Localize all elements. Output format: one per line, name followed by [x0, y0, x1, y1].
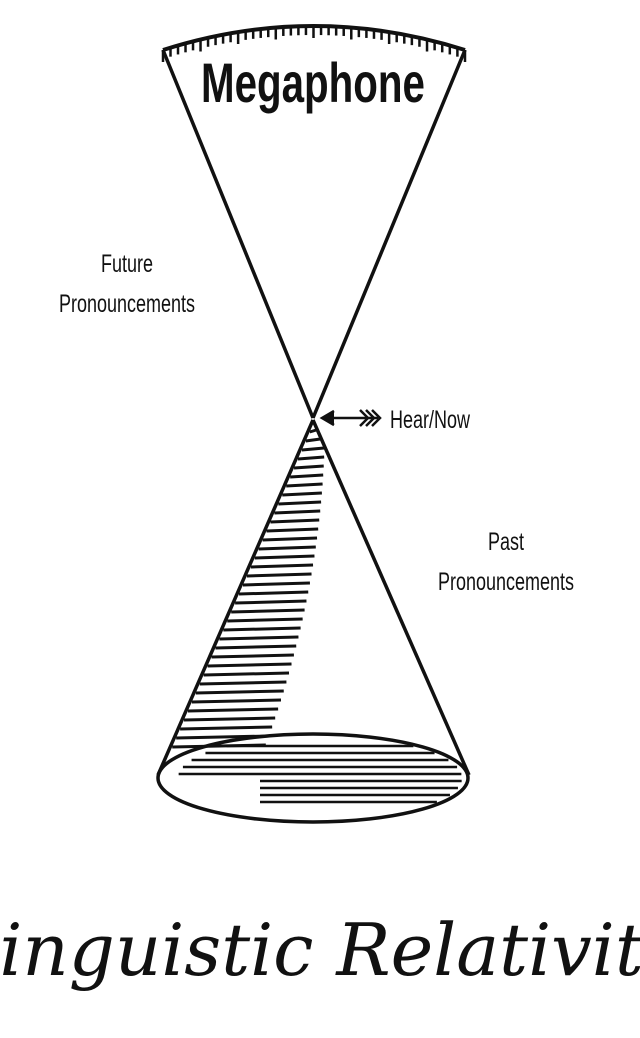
hatch-line [262, 536, 318, 542]
past-label-line1: Past [488, 527, 524, 556]
future-cone-left-edge [161, 49, 315, 419]
hatch-line [266, 527, 319, 533]
hatch-line [309, 428, 317, 434]
hatch-line [250, 563, 314, 569]
past-cone-right-edge [311, 419, 471, 776]
hatch-line [246, 572, 312, 578]
past-cone-base [156, 732, 470, 824]
hatch-line [282, 491, 322, 497]
hatch-line [286, 482, 323, 488]
hatch-line [278, 500, 322, 506]
hatch-line [290, 473, 324, 479]
hatch-line [254, 554, 315, 560]
hatch-line [223, 626, 301, 632]
hatch-line [235, 599, 307, 605]
hatch-line [180, 725, 273, 731]
hatch-line [258, 545, 316, 551]
hatch-line [211, 653, 294, 659]
hatch-line [274, 509, 321, 515]
arrow-icon [319, 409, 382, 427]
hatch-line [293, 464, 324, 470]
now-label: Hear/Now [390, 405, 470, 434]
hatch-line [187, 707, 279, 713]
hatch-line [219, 635, 299, 641]
hatch-line [305, 437, 321, 443]
megaphone-title: Megaphone [201, 53, 425, 115]
hatch-line [270, 518, 320, 524]
past-cone-hatching [172, 428, 462, 804]
hatch-line [207, 662, 292, 668]
hatch-line [301, 446, 325, 452]
future-label-line2: Pronouncements [59, 289, 195, 318]
hatch-line [203, 671, 290, 677]
hatch-line [199, 680, 287, 686]
hatch-line [297, 455, 325, 461]
hatch-line [195, 689, 284, 695]
hatch-line [183, 716, 276, 722]
hatch-line [231, 608, 305, 614]
hatch-line [215, 644, 297, 650]
hatch-line [191, 698, 282, 704]
hatch-line [242, 581, 310, 587]
hatch-line [238, 590, 309, 596]
caption: Linguistic Relativity [0, 908, 640, 992]
hatch-line [227, 617, 303, 623]
past-cone-left-edge [156, 419, 315, 776]
future-label-line1: Future [101, 249, 153, 278]
megaphone-rim [162, 24, 466, 52]
future-cone-right-edge [311, 49, 467, 419]
past-label-line2: Pronouncements [438, 567, 574, 596]
